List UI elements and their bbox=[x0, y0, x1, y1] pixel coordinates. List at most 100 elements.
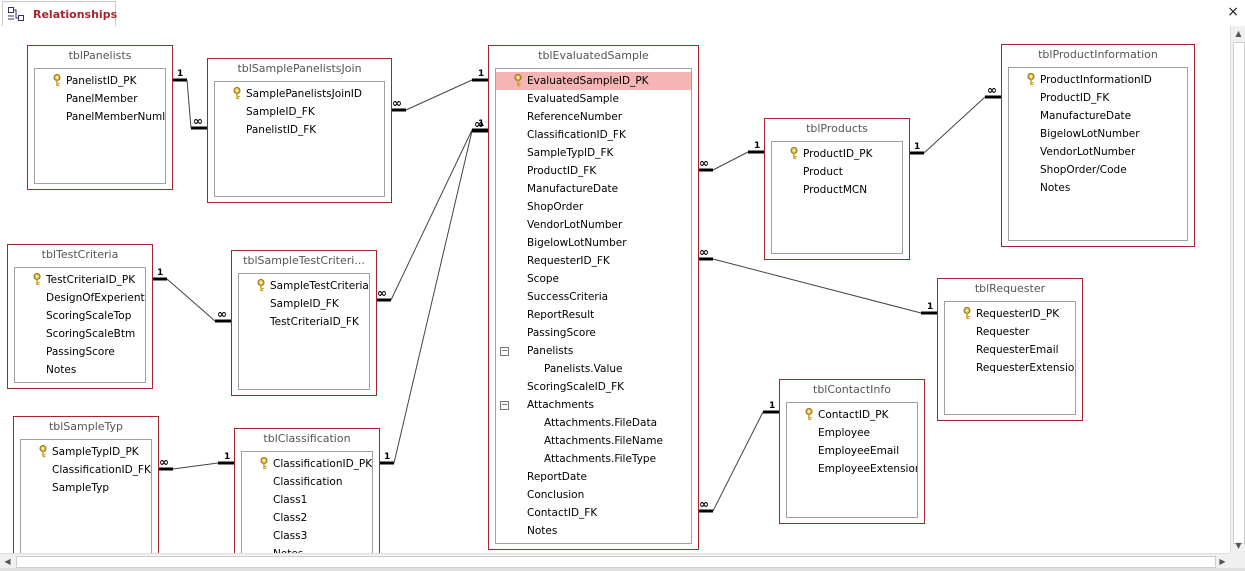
field-row[interactable]: RequesterExtensio bbox=[945, 359, 1075, 377]
table-title[interactable]: tblRequester bbox=[974, 282, 1046, 295]
table-title[interactable]: tblSampleTestCriteri... bbox=[243, 254, 365, 267]
collapse-icon[interactable]: − bbox=[500, 400, 509, 410]
relationship-line[interactable]: 1∞ bbox=[378, 117, 488, 465]
field-row[interactable]: Employee bbox=[787, 424, 917, 442]
field-row[interactable]: ReportDate bbox=[496, 468, 691, 486]
field-row[interactable]: ProductMCN bbox=[772, 181, 902, 199]
scroll-down-arrow-icon[interactable]: ▼ bbox=[1235, 541, 1242, 550]
close-button[interactable]: × bbox=[1227, 4, 1239, 20]
field-row[interactable]: Attachments.FileName bbox=[496, 432, 691, 450]
field-row[interactable]: SampleTestCriterial bbox=[239, 277, 369, 295]
field-row[interactable]: Notes bbox=[1009, 179, 1187, 197]
field-row[interactable]: ScoringScaleID_FK bbox=[496, 378, 691, 396]
field-row[interactable]: ClassificationID_FK bbox=[21, 461, 151, 479]
field-row[interactable]: ProductID_FK bbox=[1009, 89, 1187, 107]
tab-relationships[interactable]: Relationships bbox=[2, 1, 117, 26]
field-row[interactable]: ContactID_FK bbox=[496, 504, 691, 522]
field-row[interactable]: PanelMemberNuml bbox=[35, 108, 165, 126]
field-row[interactable]: ClassificationID_FK bbox=[496, 126, 691, 144]
field-row[interactable]: ShopOrder bbox=[496, 198, 691, 216]
scroll-right-arrow-icon[interactable]: ▶ bbox=[1219, 557, 1226, 566]
field-row[interactable]: Product bbox=[772, 163, 902, 181]
field-row[interactable]: ReportResult bbox=[496, 306, 691, 324]
field-row[interactable]: Notes bbox=[242, 545, 372, 553]
field-row[interactable]: Requester bbox=[945, 323, 1075, 341]
field-row[interactable]: RequesterID_PK bbox=[945, 305, 1075, 323]
field-row[interactable]: Conclusion bbox=[496, 486, 691, 504]
field-row[interactable]: Scope bbox=[496, 270, 691, 288]
field-row[interactable]: VendorLotNumber bbox=[496, 216, 691, 234]
field-row[interactable]: EmployeeExtension bbox=[787, 460, 917, 478]
table-title[interactable]: tblSampleTyp bbox=[48, 420, 124, 433]
field-row[interactable]: VendorLotNumber bbox=[1009, 143, 1187, 161]
field-row[interactable]: SampleID_FK bbox=[215, 103, 384, 121]
field-row[interactable]: SampleID_FK bbox=[239, 295, 369, 313]
field-row[interactable]: Classification bbox=[242, 473, 372, 491]
field-row[interactable]: ScoringScaleBtm bbox=[15, 325, 145, 343]
field-row[interactable]: Attachments.FileType bbox=[496, 450, 691, 468]
field-row[interactable]: EvaluatedSample bbox=[496, 90, 691, 108]
relationship-line[interactable]: 1∞ bbox=[697, 401, 779, 513]
relationship-line[interactable]: 1∞ bbox=[151, 268, 231, 323]
field-row[interactable]: ManufactureDate bbox=[496, 180, 691, 198]
field-row[interactable]: EmployeeEmail bbox=[787, 442, 917, 460]
field-row[interactable]: Notes bbox=[496, 522, 691, 540]
field-row[interactable]: ReferenceNumber bbox=[496, 108, 691, 126]
table-title[interactable]: tblProductInformation bbox=[1038, 48, 1158, 61]
field-row[interactable]: BigelowLotNumber bbox=[1009, 125, 1187, 143]
horizontal-scroll-thumb[interactable] bbox=[16, 556, 1216, 568]
field-row[interactable]: TestCriteriaID_PK bbox=[15, 271, 145, 289]
field-row[interactable]: Class2 bbox=[242, 509, 372, 527]
field-row[interactable]: RequesterID_FK bbox=[496, 252, 691, 270]
scroll-left-arrow-icon[interactable]: ◀ bbox=[4, 557, 11, 566]
field-row[interactable]: PassingScore bbox=[15, 343, 145, 361]
relationship-line[interactable]: 1∞ bbox=[697, 245, 937, 315]
field-row[interactable]: RequesterEmail bbox=[945, 341, 1075, 359]
field-row[interactable]: BigelowLotNumber bbox=[496, 234, 691, 252]
field-row[interactable]: ClassificationID_PK bbox=[242, 455, 372, 473]
field-row[interactable]: Class1 bbox=[242, 491, 372, 509]
field-row[interactable]: SamplePanelistsJoinID bbox=[215, 85, 384, 103]
field-row[interactable]: ShopOrder/Code bbox=[1009, 161, 1187, 179]
field-row[interactable]: SampleTypID_PK bbox=[21, 443, 151, 461]
field-row[interactable]: ProductID_FK bbox=[496, 162, 691, 180]
relationship-line[interactable]: 1∞ bbox=[697, 141, 764, 172]
field-row[interactable]: ProductInformationID bbox=[1009, 71, 1187, 89]
field-row[interactable]: SampleTypID_FK bbox=[496, 144, 691, 162]
collapse-icon[interactable]: − bbox=[500, 346, 509, 356]
table-title[interactable]: tblTestCriteria bbox=[41, 248, 119, 261]
vertical-scrollbar[interactable]: ▲ ▼ bbox=[1230, 26, 1245, 553]
field-row[interactable]: PanelMember bbox=[35, 90, 165, 108]
table-title[interactable]: tblPanelists bbox=[68, 49, 132, 62]
table-title[interactable]: tblContactInfo bbox=[813, 383, 891, 396]
field-row[interactable]: PanelistID_FK bbox=[215, 121, 384, 139]
table-title[interactable]: tblSamplePanelistsJoin bbox=[237, 62, 362, 75]
field-row[interactable]: DesignOfExperient bbox=[15, 289, 145, 307]
table-title[interactable]: tblProducts bbox=[806, 122, 868, 135]
horizontal-scrollbar[interactable]: ◀ ▶ bbox=[0, 553, 1230, 569]
relationship-line[interactable]: 1∞ bbox=[171, 69, 207, 130]
relationship-line[interactable]: 1∞ bbox=[908, 83, 1001, 155]
scroll-up-arrow-icon[interactable]: ▲ bbox=[1235, 29, 1242, 38]
relationship-line[interactable]: 1∞ bbox=[390, 69, 488, 112]
field-row[interactable]: ManufactureDate bbox=[1009, 107, 1187, 125]
